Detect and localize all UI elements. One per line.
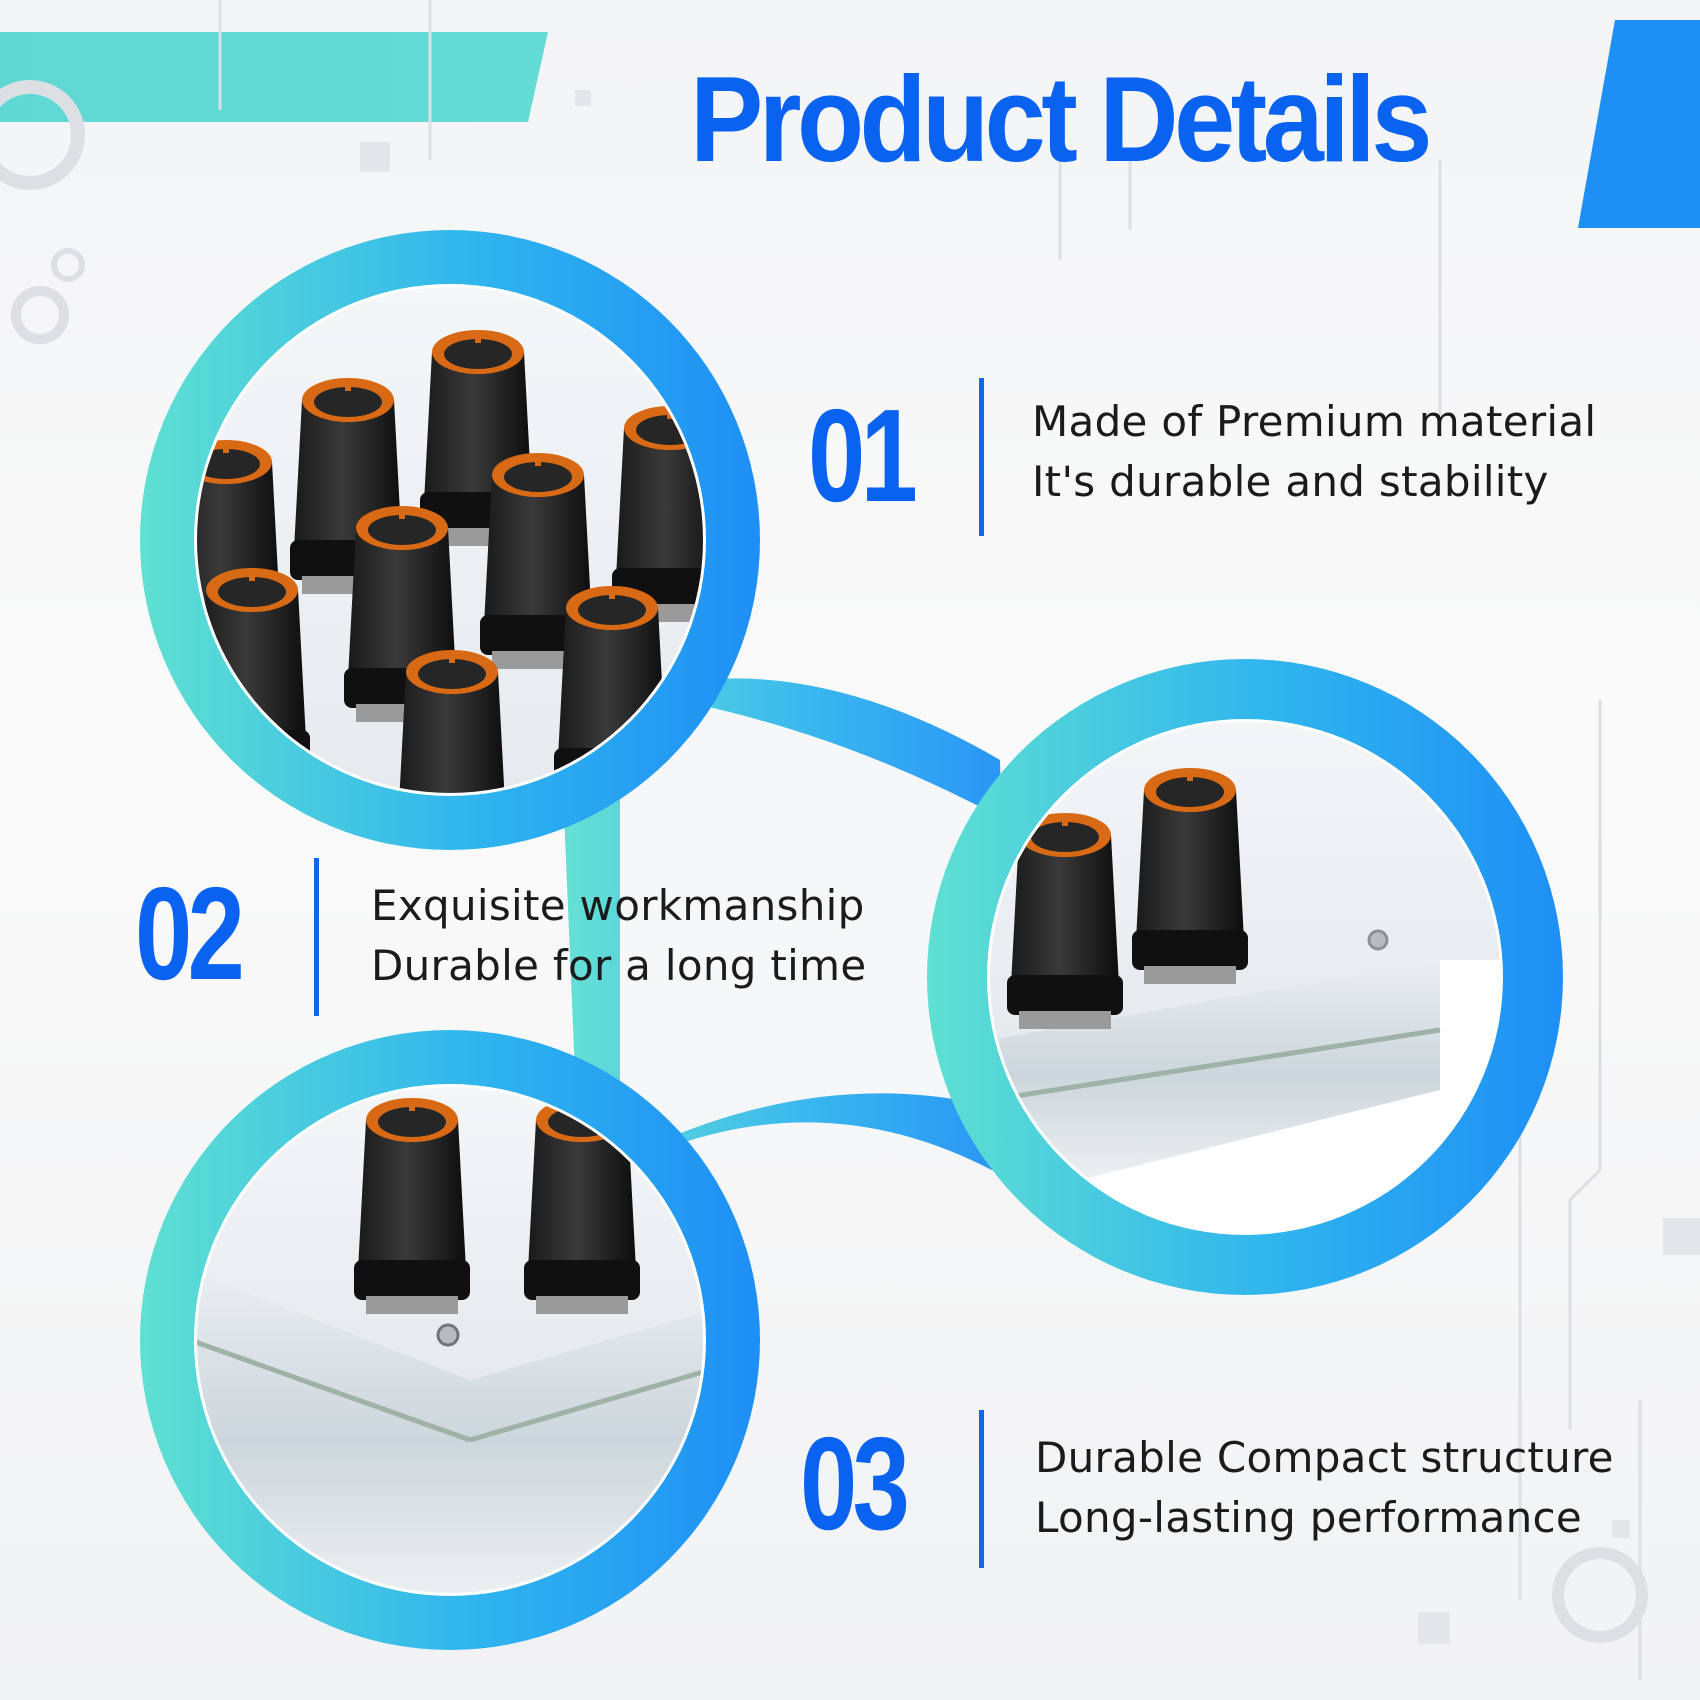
page-title: Product Details: [690, 51, 1432, 187]
feature-divider: [979, 1410, 984, 1568]
feature-description: Exquisite workmanship Durable for a long…: [371, 876, 866, 996]
feature-description: Made of Premium material It's durable an…: [1032, 392, 1596, 512]
feature-number: 03: [800, 1410, 910, 1557]
feature-line-1: Exquisite workmanship: [371, 881, 865, 930]
feature-line-2: Long-lasting performance: [1035, 1493, 1583, 1542]
feature-number: 02: [135, 860, 245, 1007]
feature-divider: [979, 378, 984, 536]
feature-description: Durable Compact structure Long-lasting p…: [1035, 1428, 1614, 1548]
feature-line-1: Made of Premium material: [1032, 397, 1597, 446]
feature-line-2: Durable for a long time: [371, 941, 867, 990]
feature-divider: [314, 858, 319, 1016]
feature-line-2: It's durable and stability: [1032, 457, 1549, 506]
feature-number: 01: [808, 382, 918, 529]
feature-line-1: Durable Compact structure: [1035, 1433, 1614, 1482]
